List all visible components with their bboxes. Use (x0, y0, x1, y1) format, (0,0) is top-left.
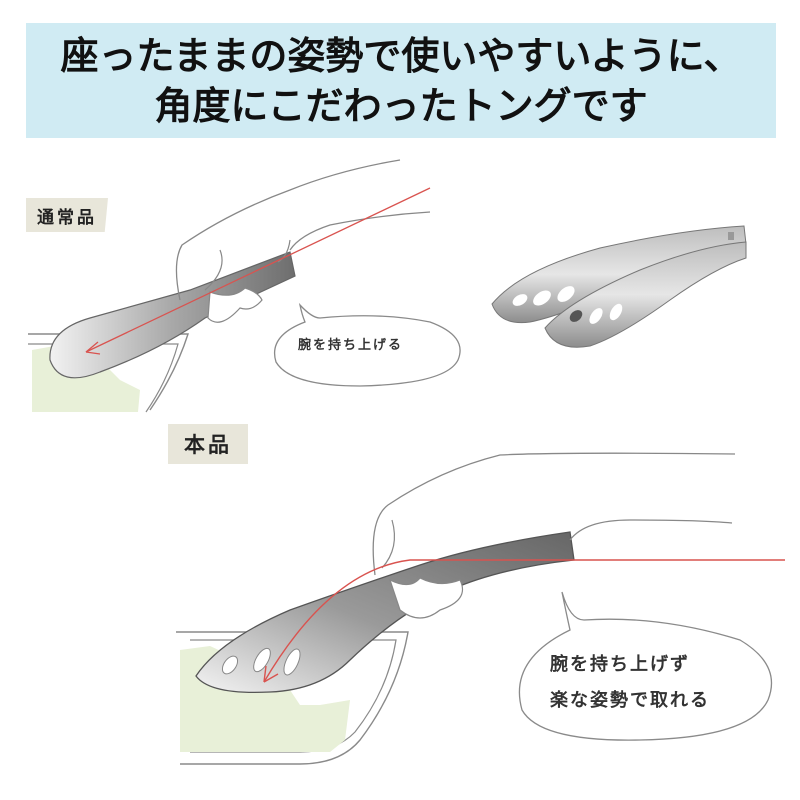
label-this-product: 本品 (168, 424, 248, 464)
label-normal-product: 通常品 (26, 198, 108, 232)
headline-line-2: 角度にこだわったトングです (154, 83, 648, 128)
headline-line-1: 座ったままの姿勢で使いやすいように、 (60, 33, 742, 78)
bubble-text-normal: 腕を持ち上げる (298, 338, 404, 353)
bubble-text-this-line-2: 楽な姿勢で取れる (550, 690, 710, 711)
headline-banner: 座ったままの姿勢で使いやすいように、 角度にこだわったトングです (26, 23, 776, 138)
tongs-product-photo (491, 225, 747, 348)
normal-product-illustration (28, 159, 461, 413)
bubble-text-this-line-1: 腕を持ち上げず (550, 654, 690, 675)
speech-bubble-this (518, 591, 773, 741)
brand-mark-icon (728, 232, 734, 240)
this-product-illustration (176, 452, 785, 765)
speech-bubble-normal (274, 302, 461, 387)
bubble-text-this: 腕を持ち上げず 楽な姿勢で取れる (550, 647, 710, 719)
